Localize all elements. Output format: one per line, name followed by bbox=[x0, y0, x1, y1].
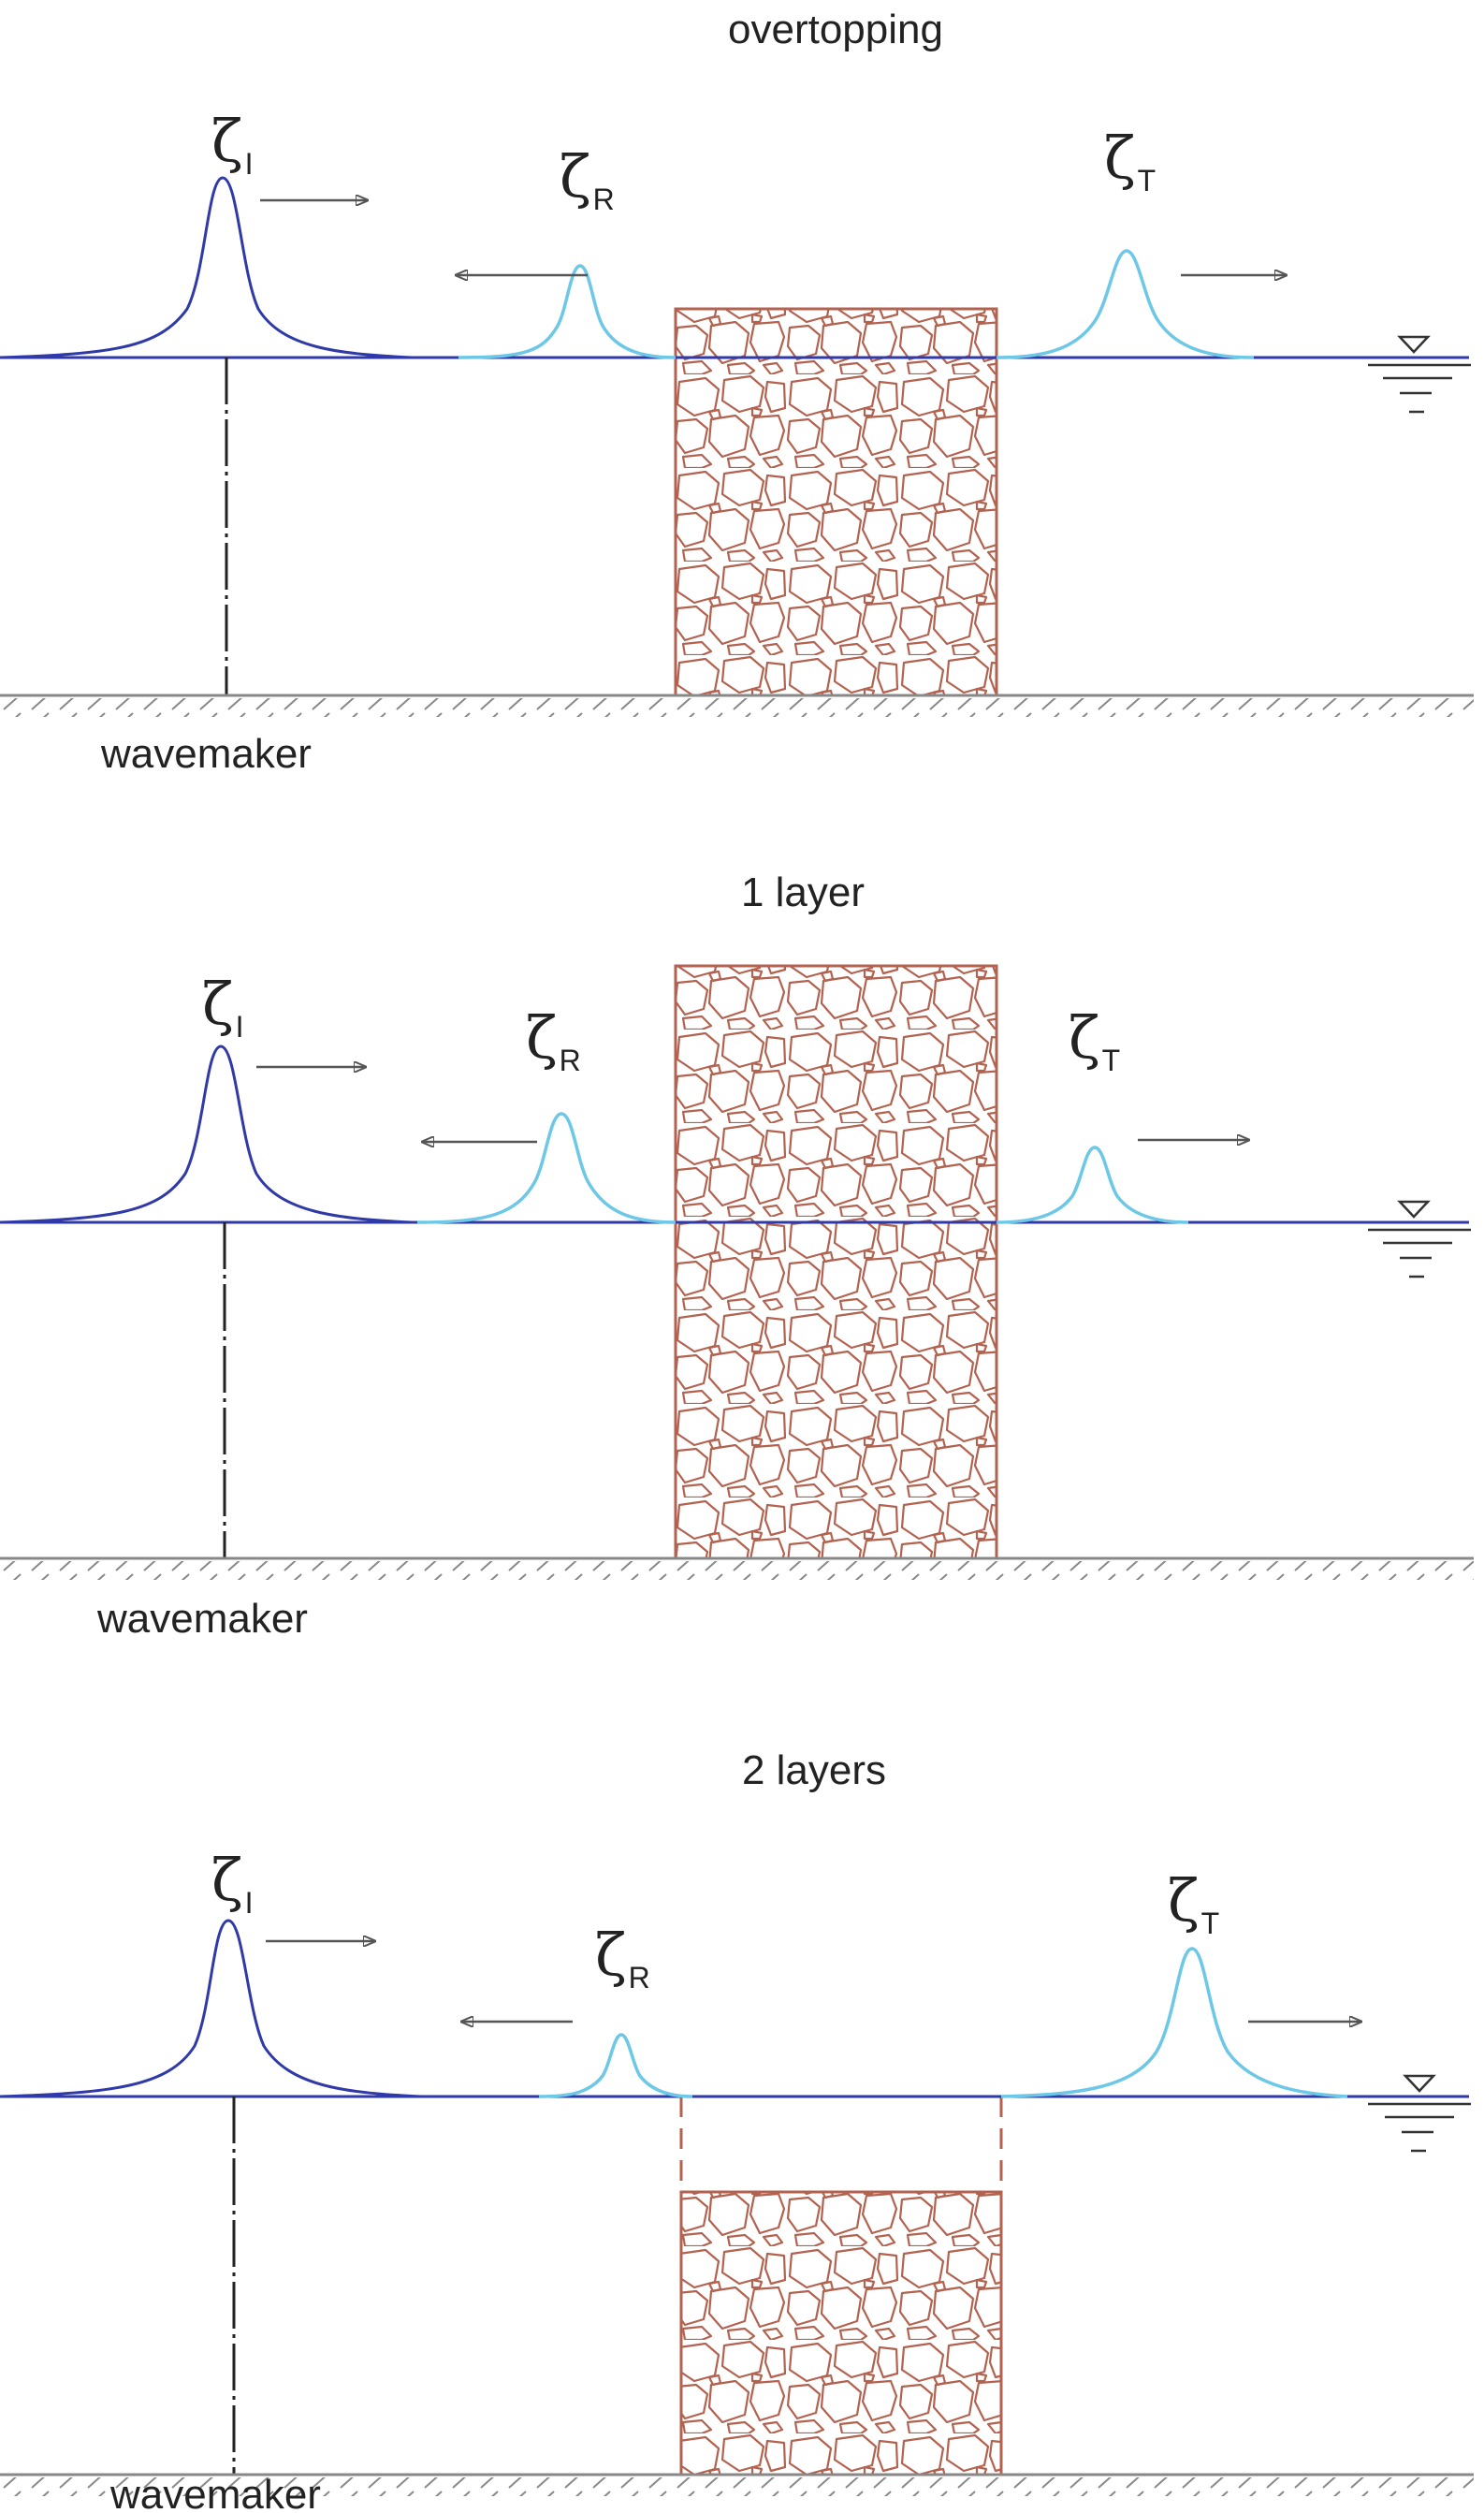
reflected-symbol: ζ bbox=[595, 1921, 627, 1989]
reflected-subscript: R bbox=[560, 1044, 581, 1077]
still-water-level-symbol bbox=[1368, 2074, 1471, 2153]
incident-symbol: ζ bbox=[202, 970, 234, 1038]
panel-2-layers: 2 layers ζI ζR ζT wavemaker bbox=[0, 1747, 1474, 2513]
svg-text:ζI: ζI bbox=[211, 1846, 254, 1920]
wavemaker-label: wavemaker bbox=[109, 2472, 321, 2513]
svg-text:ζR: ζR bbox=[595, 1921, 650, 1994]
still-water-level-symbol bbox=[1368, 335, 1471, 414]
svg-text:ζT: ζT bbox=[1069, 1003, 1120, 1077]
panel-title: 1 layer bbox=[741, 869, 865, 915]
transmitted-symbol: ζ bbox=[1069, 1003, 1100, 1072]
reflected-symbol: ζ bbox=[526, 1003, 558, 1072]
incident-wave bbox=[0, 176, 413, 359]
panel-title: 2 layers bbox=[742, 1747, 886, 1793]
reflected-subscript: R bbox=[593, 183, 615, 216]
transmitted-subscript: T bbox=[1102, 1044, 1121, 1077]
seabed-hatch bbox=[0, 1561, 1474, 1580]
reflected-wave bbox=[416, 1112, 677, 1224]
panel-overtopping: overtopping ζI ζR ζT wave bbox=[0, 7, 1474, 777]
svg-text:ζT: ζT bbox=[1168, 1866, 1219, 1940]
seabed-hatch bbox=[0, 698, 1474, 717]
svg-text:ζI: ζI bbox=[211, 107, 254, 181]
svg-text:ζT: ζT bbox=[1104, 124, 1156, 197]
panel-1-layer: 1 layer ζI ζR ζT wavemaker bbox=[0, 869, 1474, 1642]
transmitted-symbol: ζ bbox=[1104, 124, 1136, 192]
seabed-hatch bbox=[0, 2477, 1474, 2496]
transmitted-wave bbox=[1000, 1947, 1348, 2098]
incident-subscript: I bbox=[245, 1886, 254, 1920]
transmitted-subscript: T bbox=[1201, 1907, 1220, 1940]
incident-wave bbox=[0, 1919, 422, 2098]
transmitted-subscript: T bbox=[1138, 164, 1157, 197]
svg-text:ζR: ζR bbox=[560, 142, 615, 216]
reflected-wave bbox=[458, 264, 677, 359]
svg-text:ζR: ζR bbox=[526, 1003, 581, 1077]
wavemaker-label: wavemaker bbox=[100, 731, 312, 777]
wavemaker-label: wavemaker bbox=[96, 1596, 308, 1642]
svg-text:ζI: ζI bbox=[202, 970, 244, 1044]
incident-wave bbox=[0, 1045, 413, 1224]
submerged-barrier bbox=[679, 2190, 1003, 2476]
porous-barrier bbox=[674, 964, 998, 1560]
still-water-level-symbol bbox=[1368, 1200, 1471, 1278]
incident-subscript: I bbox=[236, 1010, 244, 1044]
porous-barrier bbox=[674, 307, 998, 697]
transmitted-wave bbox=[996, 249, 1255, 359]
incident-symbol: ζ bbox=[211, 107, 243, 175]
transmitted-symbol: ζ bbox=[1168, 1866, 1200, 1935]
reflected-subscript: R bbox=[629, 1961, 650, 1994]
reflected-wave bbox=[538, 2033, 693, 2098]
reflected-symbol: ζ bbox=[560, 142, 591, 211]
panel-title: overtopping bbox=[728, 7, 943, 52]
transmitted-wave bbox=[996, 1146, 1189, 1224]
incident-subscript: I bbox=[245, 147, 254, 181]
incident-symbol: ζ bbox=[211, 1846, 243, 1914]
